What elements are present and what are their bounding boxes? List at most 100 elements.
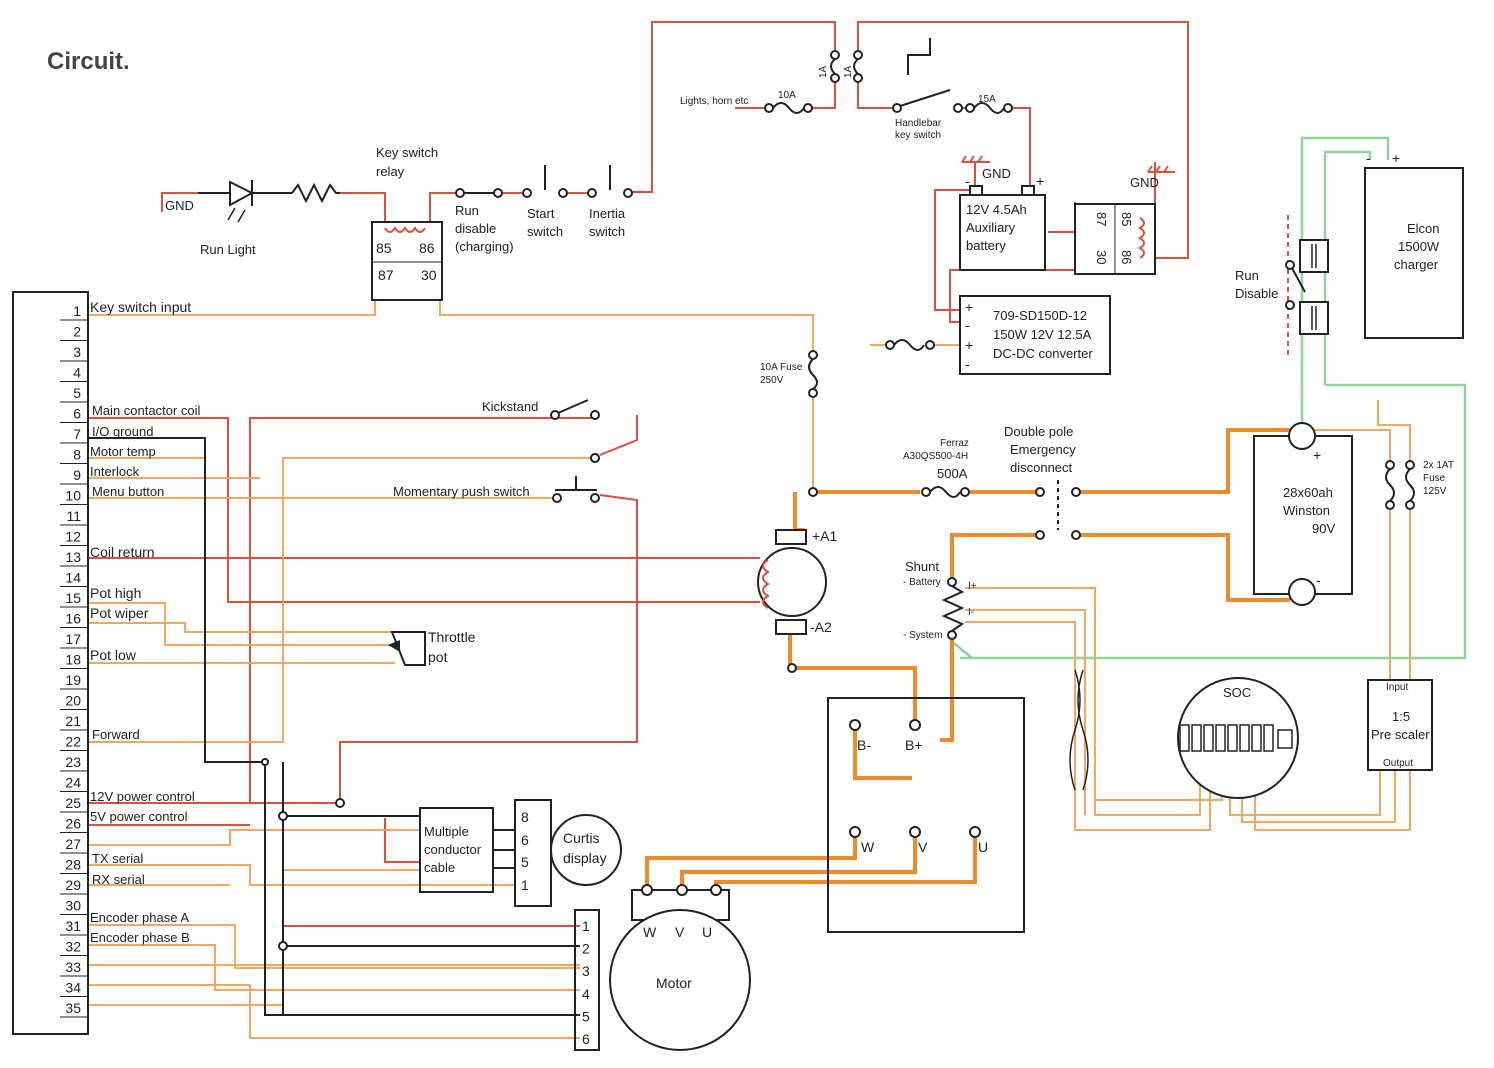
- fuse-15a-label: 15A: [978, 94, 996, 105]
- fuse-10a-icon: [764, 102, 813, 114]
- fuse-15a-icon: [965, 102, 1013, 114]
- dcdc-fuse-icon: [885, 339, 935, 351]
- contactor-a2-label: -A2: [810, 619, 832, 635]
- motor-encoder-pin: 4: [582, 986, 590, 1002]
- motor-encoder-pin: 1: [582, 918, 590, 934]
- motor-encoder-pin: 2: [582, 941, 590, 957]
- page-title: Circuit.: [47, 48, 130, 75]
- emergency-disconnect-switch: [1035, 480, 1081, 540]
- battery-label-3: 90V: [1312, 521, 1335, 536]
- motor-encoder-connector: [574, 909, 600, 1051]
- pin-label-encoder-phase-b: Encoder phase B: [90, 930, 190, 945]
- key-switch-relay-box: [371, 221, 443, 301]
- shunt-icon: [941, 577, 965, 640]
- run-light-led-icon: [198, 180, 292, 223]
- pin-label-pot-low: Pot low: [90, 647, 137, 663]
- handlebar-key-label-2: key switch: [895, 130, 941, 141]
- aux-relay-pin-87: 87: [1094, 212, 1109, 226]
- prescaler-box: [1367, 679, 1433, 771]
- motor-phase-v: V: [675, 924, 685, 940]
- fuse-1a-label-a: 1A: [818, 65, 829, 78]
- pin-label-5v-power-control: 5V power control: [90, 809, 188, 824]
- dcdc-sign-4: -: [965, 356, 970, 372]
- controller-pin-number: 32: [65, 939, 81, 955]
- controller-pin-number: 13: [65, 549, 81, 565]
- controller-bminus-label: B-: [857, 737, 871, 753]
- motor-label: Motor: [656, 975, 692, 991]
- controller-pin-number: 6: [73, 406, 81, 422]
- prescaler-name-label: Pre scaler: [1371, 727, 1430, 742]
- multi-conductor-cable-box: [419, 807, 494, 893]
- twisted-pair-icon: [1069, 669, 1089, 791]
- cable-label-3: cable: [424, 860, 455, 875]
- resistor-icon: [291, 182, 340, 204]
- motor-encoder-pin: 3: [582, 963, 590, 979]
- run-disable-label-2: disable: [455, 221, 496, 236]
- shunt-iminus-label: I-: [968, 607, 974, 618]
- start-switch: [522, 165, 568, 198]
- dcdc-sign-1: +: [965, 299, 973, 315]
- start-switch-label-1: Start: [527, 206, 555, 221]
- kickstand-switch: [550, 399, 600, 463]
- controller-bplus-label: B+: [905, 737, 923, 753]
- gnd-aux-icon: [961, 155, 990, 163]
- battery-positive-terminal: [1288, 422, 1316, 450]
- run-disable-label-3: (charging): [455, 239, 514, 254]
- controller-pin-number: 19: [65, 672, 81, 688]
- shunt-label: Shunt: [905, 559, 939, 574]
- cable-label-1: Multiple: [424, 824, 469, 839]
- controller-pin-number: 8: [73, 447, 81, 463]
- gnd-relay-icon: [1147, 165, 1175, 173]
- soc-meter: [1177, 677, 1299, 799]
- aux-battery-label-1: 12V 4.5Ah: [966, 202, 1027, 217]
- soc-terminals: [1179, 724, 1293, 752]
- lights-horn-label: Lights, horn etc: [680, 96, 748, 107]
- controller-pin-number: 2: [73, 324, 81, 340]
- cable-pin-1: 1: [521, 877, 529, 893]
- run-disable-switch: [455, 188, 503, 198]
- controller-pin-number: 22: [65, 734, 81, 750]
- aux-plus-label: +: [1036, 173, 1044, 189]
- charger-plus-label: +: [1392, 150, 1400, 166]
- controller-terminals: [849, 719, 981, 838]
- battery-fuse-label-3: 125V: [1423, 486, 1447, 497]
- controller-pin-number: 27: [65, 836, 81, 852]
- fuse500-label: 500A: [937, 466, 968, 481]
- controller-pin-number: 10: [65, 488, 81, 504]
- cable-pin-6: 6: [521, 832, 529, 848]
- charger-minus-label: -: [1366, 150, 1371, 166]
- aux-battery-label-3: battery: [966, 238, 1006, 253]
- soc-label: SOC: [1223, 685, 1251, 700]
- aux-relay-pin-86: 86: [1119, 250, 1134, 264]
- charger-label-3: charger: [1394, 257, 1439, 272]
- throttle-pot-icon: [388, 631, 426, 666]
- inertia-switch: [587, 165, 633, 198]
- controller-pin-number: 31: [65, 918, 81, 934]
- motor-encoder-pin: 6: [582, 1031, 590, 1047]
- controller-u-label: U: [978, 839, 988, 855]
- key-switch-relay-label-1: Key switch: [376, 145, 438, 160]
- motor-phase-u: U: [702, 924, 712, 940]
- battery-plus-label: +: [1313, 447, 1321, 463]
- pin-label-tx-serial: TX serial: [92, 851, 143, 866]
- charger-box: [1364, 167, 1464, 339]
- controller-pin-numbers: 1234567891011121314151617181920212223242…: [60, 303, 88, 1018]
- gnd-aux-label: GND: [982, 166, 1011, 181]
- dcdc-label-2: 150W 12V 12.5A: [993, 327, 1092, 342]
- controller-pin-number: 30: [65, 898, 81, 914]
- prescaler-ratio-label: 1:5: [1392, 709, 1410, 724]
- relay-coil-icon: [384, 226, 426, 233]
- fuse-1a-icons: [830, 50, 863, 83]
- charger-run-disable-switch: [1285, 260, 1306, 310]
- dcdc-label-3: DC-DC converter: [993, 346, 1093, 361]
- aux-battery-box: [959, 194, 1046, 271]
- controller-pin-number: 9: [73, 467, 81, 483]
- controller-pin-number: 34: [65, 980, 81, 996]
- handlebar-key-label-1: Handlebar: [895, 118, 942, 129]
- fuse-10a-250v-icon: [808, 350, 818, 398]
- momentary-push-switch: [552, 476, 600, 503]
- shunt-system-label: - System: [903, 630, 942, 641]
